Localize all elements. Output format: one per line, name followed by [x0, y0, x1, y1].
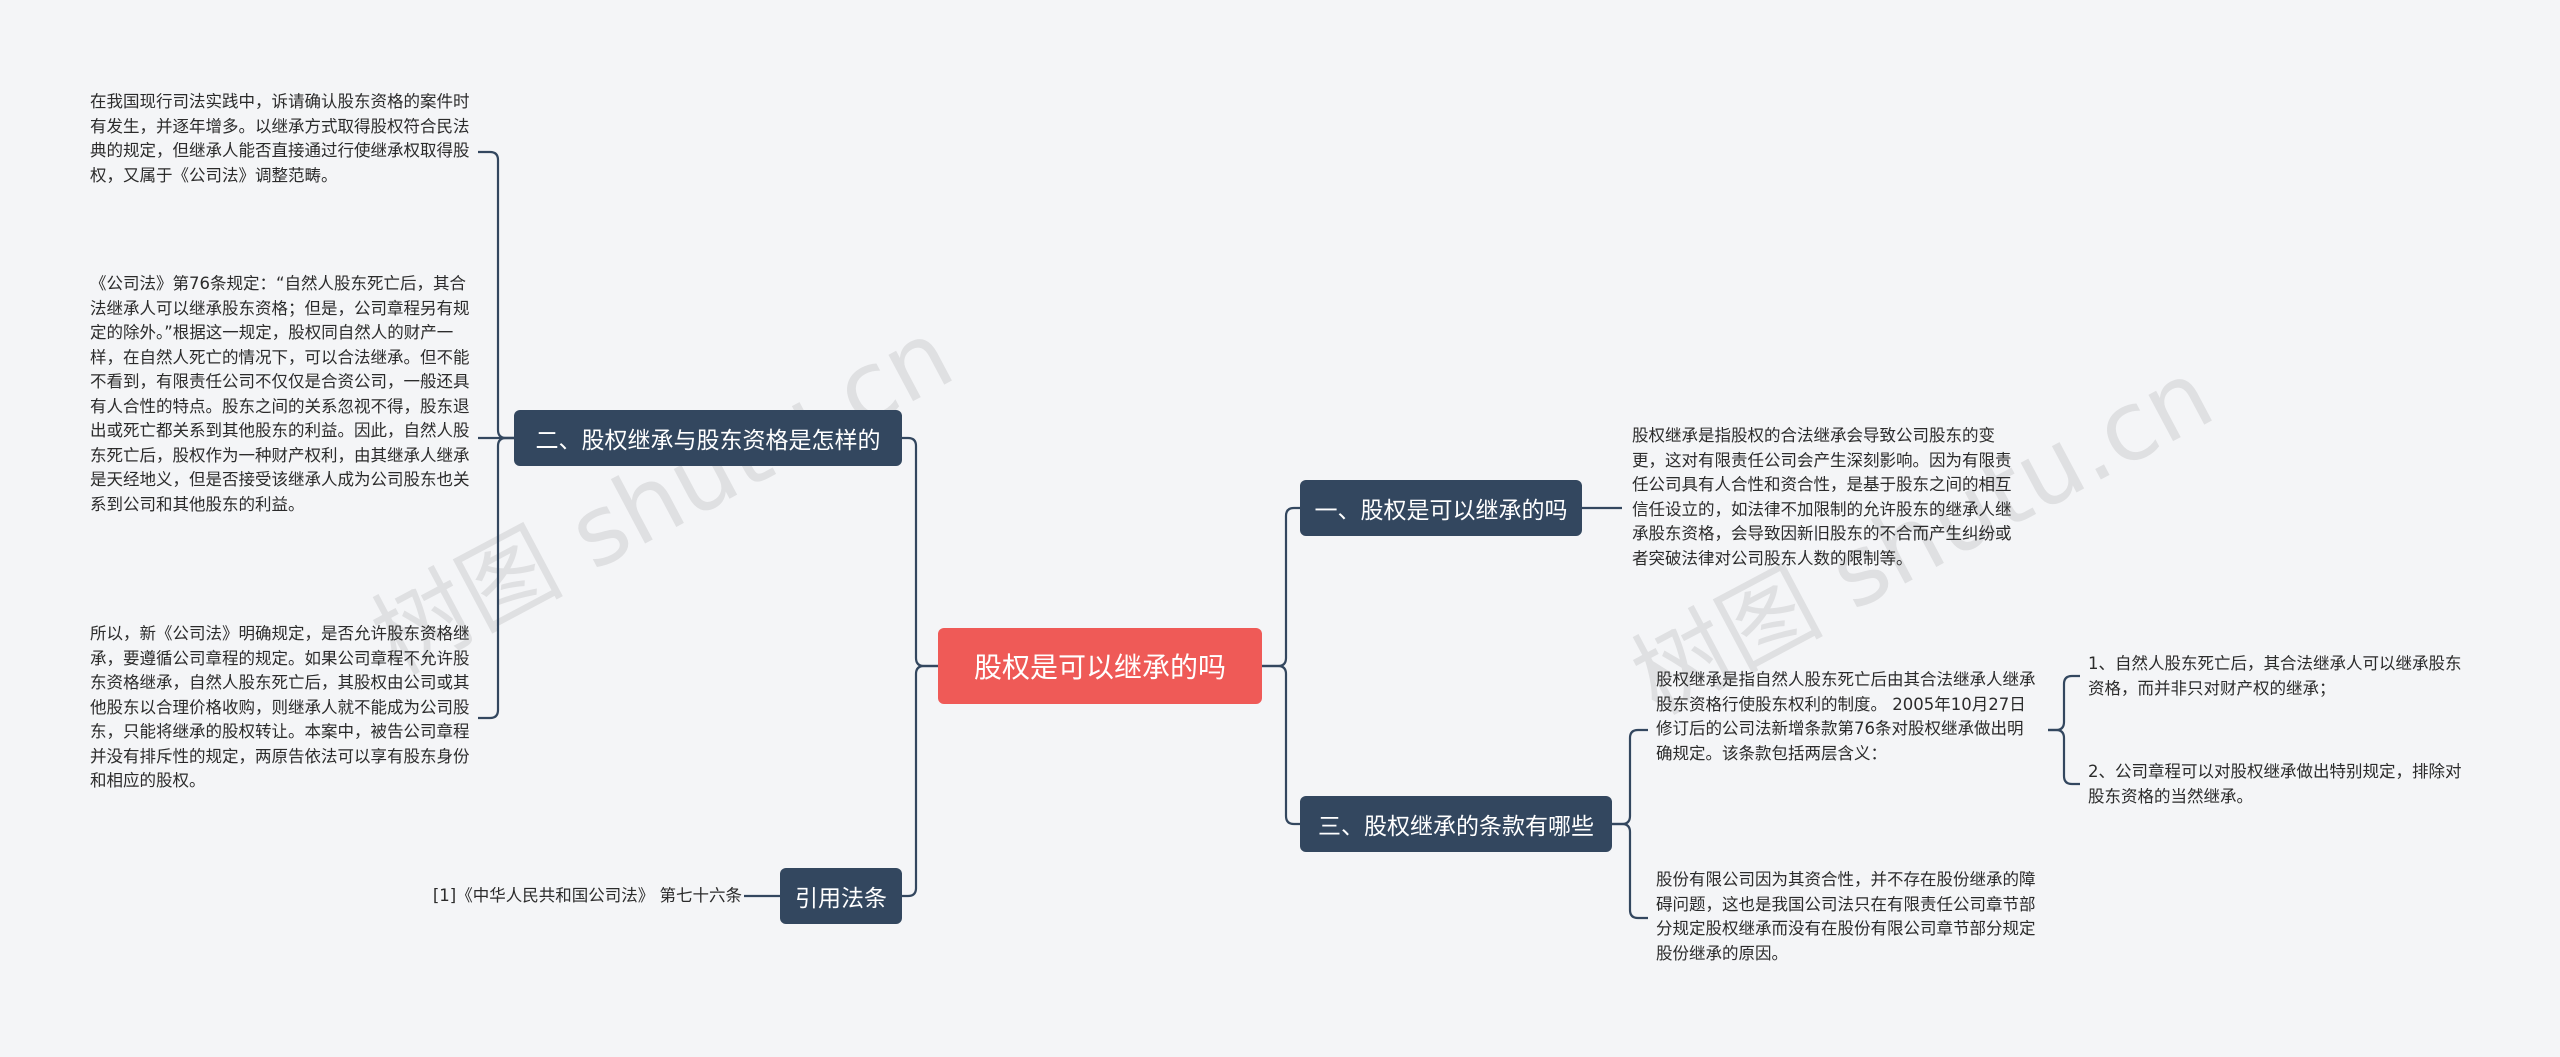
branch-shareholder-status[interactable]: 二、股权继承与股东资格是怎样的: [514, 410, 902, 466]
root-topic-label: 股权是可以继承的吗: [973, 651, 1226, 684]
text-clause-meaning-2: 2、公司章程可以对股权继承做出特别规定，排除对股东资格的当然继承。: [2088, 762, 2462, 806]
text-inheritable-explanation: 股权继承是指股权的合法继承会导致公司股东的变更，这对有限责任公司会产生深刻影响。…: [1632, 426, 2012, 568]
text-article-76: 《公司法》第76条规定：“自然人股东死亡后，其合法继承人可以继承股东资格；但是，…: [90, 274, 470, 514]
link-b3-t2: [1612, 822, 1648, 920]
text-conclusion: 所以，新《公司法》明确规定，是否允许股东资格继承，要遵循公司章程的规定。如果公司…: [90, 624, 470, 790]
link-b2-t1: [478, 150, 514, 440]
branch-clauses-label: 三、股权继承的条款有哪些: [1318, 814, 1594, 840]
text-judicial-practice: 在我国现行司法实践中，诉请确认股东资格的案件时有发生，并逐年增多。以继承方式取得…: [90, 92, 470, 185]
branch-inheritable[interactable]: 一、股权是可以继承的吗: [1300, 480, 1582, 536]
link-root-b2: [902, 436, 938, 668]
branch-cited-law-label: 引用法条: [795, 886, 887, 912]
link-root-b3: [1262, 664, 1300, 826]
link-b3-t1: [1612, 728, 1648, 826]
text-cited-law: [1]《中华人民共和国公司法》 第七十六条: [432, 886, 742, 905]
branch-cited-law[interactable]: 引用法条: [780, 868, 902, 924]
text-clause-definition: 股权继承是指自然人股东死亡后由其合法继承人继承股东资格行使股东权利的制度。 20…: [1656, 670, 2036, 763]
link-b3t1-c1: [2048, 674, 2080, 732]
link-root-b1: [1262, 506, 1300, 668]
branch-inheritable-label: 一、股权是可以继承的吗: [1314, 498, 1568, 524]
text-clause-meaning-1: 1、自然人股东死亡后，其合法继承人可以继承股东资格，而并非只对财产权的继承；: [2088, 654, 2462, 698]
branch-clauses[interactable]: 三、股权继承的条款有哪些: [1300, 796, 1612, 852]
text-clause-joint-stock: 股份有限公司因为其资合性，并不存在股份继承的障碍问题，这也是我国公司法只在有限责…: [1656, 870, 2036, 963]
branch-shareholder-status-label: 二、股权继承与股东资格是怎样的: [535, 428, 881, 454]
link-root-b4: [902, 664, 938, 898]
root-topic[interactable]: 股权是可以继承的吗: [938, 628, 1262, 704]
link-b2-t3: [478, 436, 514, 720]
link-b3t1-c2: [2048, 728, 2080, 786]
